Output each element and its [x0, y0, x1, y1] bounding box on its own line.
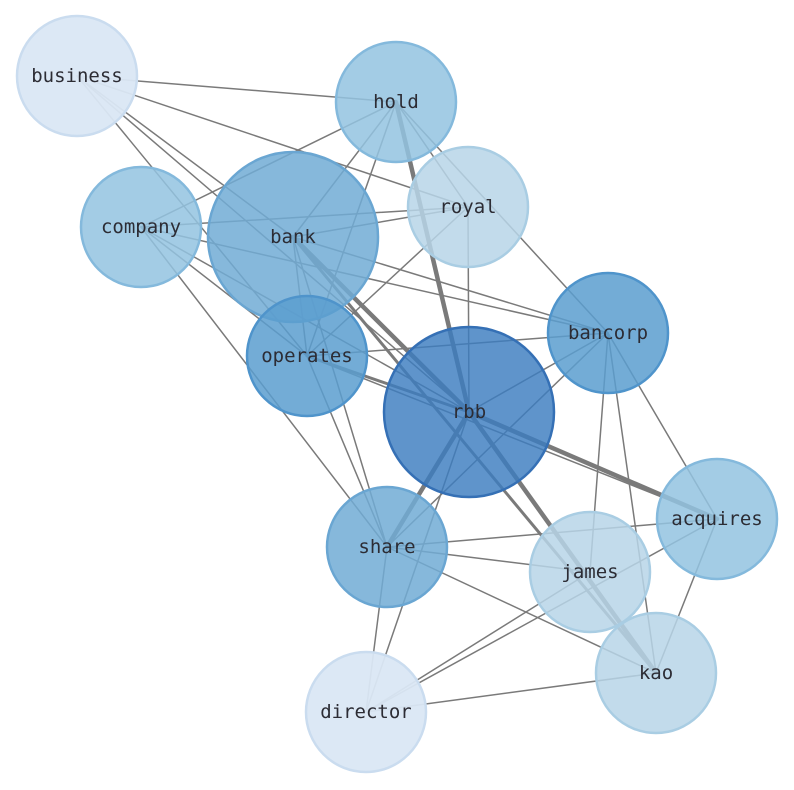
- node-label-james: james: [561, 561, 618, 583]
- node-circle-hold[interactable]: [334, 40, 458, 164]
- node-kao[interactable]: kao: [594, 611, 718, 735]
- edge-business-royal: [76, 75, 469, 208]
- node-circle-share[interactable]: [325, 485, 449, 609]
- node-circle-kao[interactable]: [594, 611, 718, 735]
- node-label-kao: kao: [639, 662, 673, 684]
- node-share[interactable]: share: [325, 485, 449, 609]
- node-label-rbb: rbb: [452, 401, 486, 423]
- node-company[interactable]: company: [79, 165, 203, 289]
- node-royal[interactable]: royal: [406, 145, 530, 269]
- node-circle-operates[interactable]: [245, 294, 369, 418]
- node-circle-bancorp[interactable]: [546, 271, 670, 395]
- node-circle-acquires[interactable]: [655, 457, 779, 581]
- node-label-company: company: [101, 216, 181, 238]
- node-circle-director[interactable]: [304, 650, 428, 774]
- node-circle-royal[interactable]: [406, 145, 530, 269]
- node-label-operates: operates: [261, 345, 353, 367]
- node-label-royal: royal: [439, 196, 496, 218]
- node-circle-james[interactable]: [528, 510, 652, 634]
- node-label-bank: bank: [270, 226, 316, 248]
- node-label-acquires: acquires: [671, 508, 763, 530]
- node-circle-business[interactable]: [15, 14, 139, 138]
- node-circle-rbb[interactable]: [382, 325, 556, 499]
- node-director[interactable]: director: [304, 650, 428, 774]
- nodes-layer: business hold company bank royal operates banc…: [15, 14, 779, 774]
- node-operates[interactable]: operates: [245, 294, 369, 418]
- node-james[interactable]: james: [528, 510, 652, 634]
- node-label-bancorp: bancorp: [568, 322, 648, 344]
- node-label-share: share: [358, 536, 415, 558]
- edge-acquires-director: [365, 518, 718, 713]
- node-acquires[interactable]: acquires: [655, 457, 779, 581]
- node-hold[interactable]: hold: [334, 40, 458, 164]
- node-label-hold: hold: [373, 91, 419, 113]
- node-business[interactable]: business: [15, 14, 139, 138]
- node-bank[interactable]: bank: [206, 150, 380, 324]
- node-circle-company[interactable]: [79, 165, 203, 289]
- node-label-business: business: [31, 65, 123, 87]
- node-rbb[interactable]: rbb: [382, 325, 556, 499]
- node-label-director: director: [320, 701, 412, 723]
- node-bancorp[interactable]: bancorp: [546, 271, 670, 395]
